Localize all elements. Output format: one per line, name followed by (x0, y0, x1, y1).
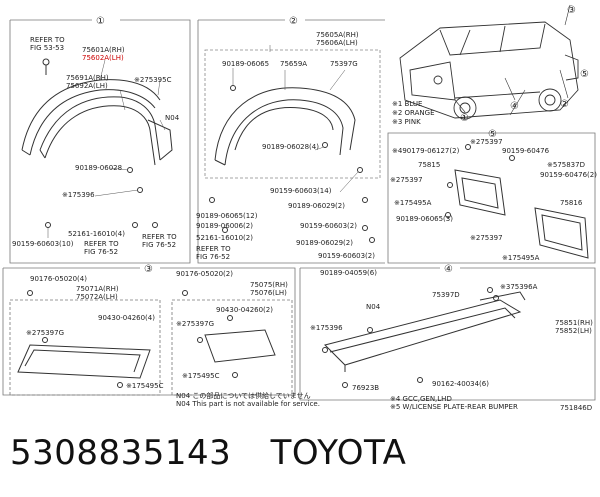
callout-4: ④ (510, 101, 519, 112)
s5-part-10: 75816 (560, 199, 583, 207)
s1-inner-rh: 75691A(RH) (66, 74, 109, 82)
callout-3: ③ (567, 5, 576, 16)
s5-part-8: ※175495A (394, 199, 432, 207)
s2-refer: REFER TO (196, 245, 231, 253)
s5-part-3: 90159-60476 (502, 147, 550, 155)
s1-part-1: ※275395C (134, 76, 172, 84)
s5-part-6: 90159-60476(2) (540, 171, 597, 179)
s3b-part-3: ※275397G (176, 320, 214, 328)
s2-fig: FIG 76-52 (196, 253, 230, 261)
brand-name: TOYOTA (270, 433, 407, 473)
footer: 5308835143 TOYOTA (10, 433, 434, 473)
s5-part-5: ※575837D (547, 161, 585, 169)
callout-1: ① (460, 113, 469, 124)
s2-part-10: 90159-60603(2) (300, 222, 357, 230)
note-ja: N04 この部品については供給していません (176, 391, 311, 400)
section-number-1: ① (96, 16, 105, 27)
section-number-5: ⑤ (488, 129, 497, 140)
s4-part-5: ※175396 (310, 324, 343, 332)
s2-part-1: 90189-06065 (222, 60, 269, 68)
s1-main-part-lh: 75602A(LH) (82, 54, 124, 62)
s1-part-6: 90159-60603(10) (12, 240, 74, 248)
callout-2: ② (560, 99, 569, 110)
s2-part-7: 90189-06065(12) (196, 212, 258, 220)
s2-part-12: 90159-60603(2) (318, 252, 375, 260)
parts-diagram: ① ② ③ ④ ⑤ ③ ① ④ ② ⑤ ※1 BLUE ※2 ORANGE ※3… (2, 4, 597, 412)
s1-refer-top: REFER TO (30, 36, 65, 44)
section-1-parts (21, 58, 173, 228)
s3b-part-1: 90176-05020(2) (176, 270, 233, 278)
s5-part-9: 90189-06065(3) (396, 215, 453, 223)
s1-refer-right: REFER TO (142, 233, 177, 241)
legend-pink: ※3 PINK (392, 118, 421, 126)
s1-part-4: ※175396 (62, 191, 95, 199)
s2-part-5: 90159-60603(14) (270, 187, 332, 195)
s2-part-8: 90189-06006(2) (196, 222, 253, 230)
part-number: 5308835143 (10, 433, 232, 473)
s4-main-lh: 75852(LH) (555, 327, 592, 335)
section-3-parts (17, 290, 276, 388)
s5-part-11: ※275397 (470, 234, 503, 242)
diagram-code: 751846D (560, 404, 592, 412)
s1-fig-right: FIG 76-52 (142, 241, 176, 249)
s1-part-2: N04 (165, 114, 180, 122)
callout-5: ⑤ (580, 69, 589, 80)
s3b-part-2: 90430-04260(2) (216, 306, 273, 314)
s1-refer-left: REFER TO (84, 240, 119, 248)
s1-fig-left: FIG 76-52 (84, 248, 118, 256)
s3b-main-rh: 75075(RH) (250, 281, 288, 289)
s5-part-7: ※275397 (390, 176, 423, 184)
s3b-main-lh: 75076(LH) (250, 289, 287, 297)
s2-main-rh: 75605A(RH) (316, 31, 359, 39)
s1-fig-top: FIG 53-53 (30, 44, 64, 52)
s2-part-4: 90189-06028(4) (262, 143, 319, 151)
s4-part-7: 76923B (352, 384, 379, 392)
legend-blue: ※1 BLUE (392, 100, 422, 108)
section-number-4: ④ (444, 264, 453, 275)
s3-part-4: ※175495C (126, 382, 164, 390)
s4-part-6: 90162-40034(6) (432, 380, 489, 388)
s4-part-4: N04 (366, 303, 381, 311)
s3-main-lh: 75072A(LH) (76, 293, 118, 301)
s1-part-3: 90189-06028 (75, 164, 122, 172)
s2-part-3: 75397G (330, 60, 358, 68)
note-en: N04 This part is not available for servi… (176, 400, 320, 408)
s3-main-rh: 75071A(RH) (76, 285, 119, 293)
s4-part-2: 75397D (432, 291, 460, 299)
section-number-3: ③ (144, 264, 153, 275)
s4-main-rh: 75851(RH) (555, 319, 593, 327)
s5-part-1: ※275397 (470, 138, 503, 146)
s1-main-part: 75601A(RH) (82, 46, 125, 54)
s5-part-4: 75815 (418, 161, 440, 169)
s3-part-3: ※275397G (26, 329, 64, 337)
section-5-parts (445, 144, 589, 259)
section-4-parts (322, 287, 526, 388)
note-4: ※4 GCC,GEN,LHD (390, 395, 452, 403)
s3-part-2: 90430-04260(4) (98, 314, 155, 322)
s2-part-2: 75659A (280, 60, 307, 68)
vehicle-drawing (399, 21, 579, 120)
s4-part-3: ※375396A (500, 283, 538, 291)
section-1-leaders (47, 59, 166, 238)
s3b-part-4: ※175495C (182, 372, 220, 380)
s2-part-6: 90189-06029(2) (288, 202, 345, 210)
s4-part-1: 90189-04059(6) (320, 269, 377, 277)
section-number-2: ② (289, 16, 298, 27)
s2-part-9: 52161-16010(2) (196, 234, 253, 242)
s2-main-lh: 75606A(LH) (316, 39, 358, 47)
s5-part-12: ※175495A (502, 254, 540, 262)
s1-inner-lh: 75692A(LH) (66, 82, 108, 90)
legend-orange: ※2 ORANGE (392, 109, 435, 117)
section-2-parts (209, 85, 375, 243)
s2-part-11: 90189-06029(2) (296, 239, 353, 247)
s3-part-1: 90176-05020(4) (30, 275, 87, 283)
vehicle-callouts (454, 4, 571, 116)
section-2-leaders (232, 45, 359, 193)
s1-part-5: 52161-16010(4) (68, 230, 125, 238)
note-5: ※5 W/LICENSE PLATE-REAR BUMPER (390, 403, 518, 411)
s5-part-2: ※490179-06127(2) (392, 147, 460, 155)
